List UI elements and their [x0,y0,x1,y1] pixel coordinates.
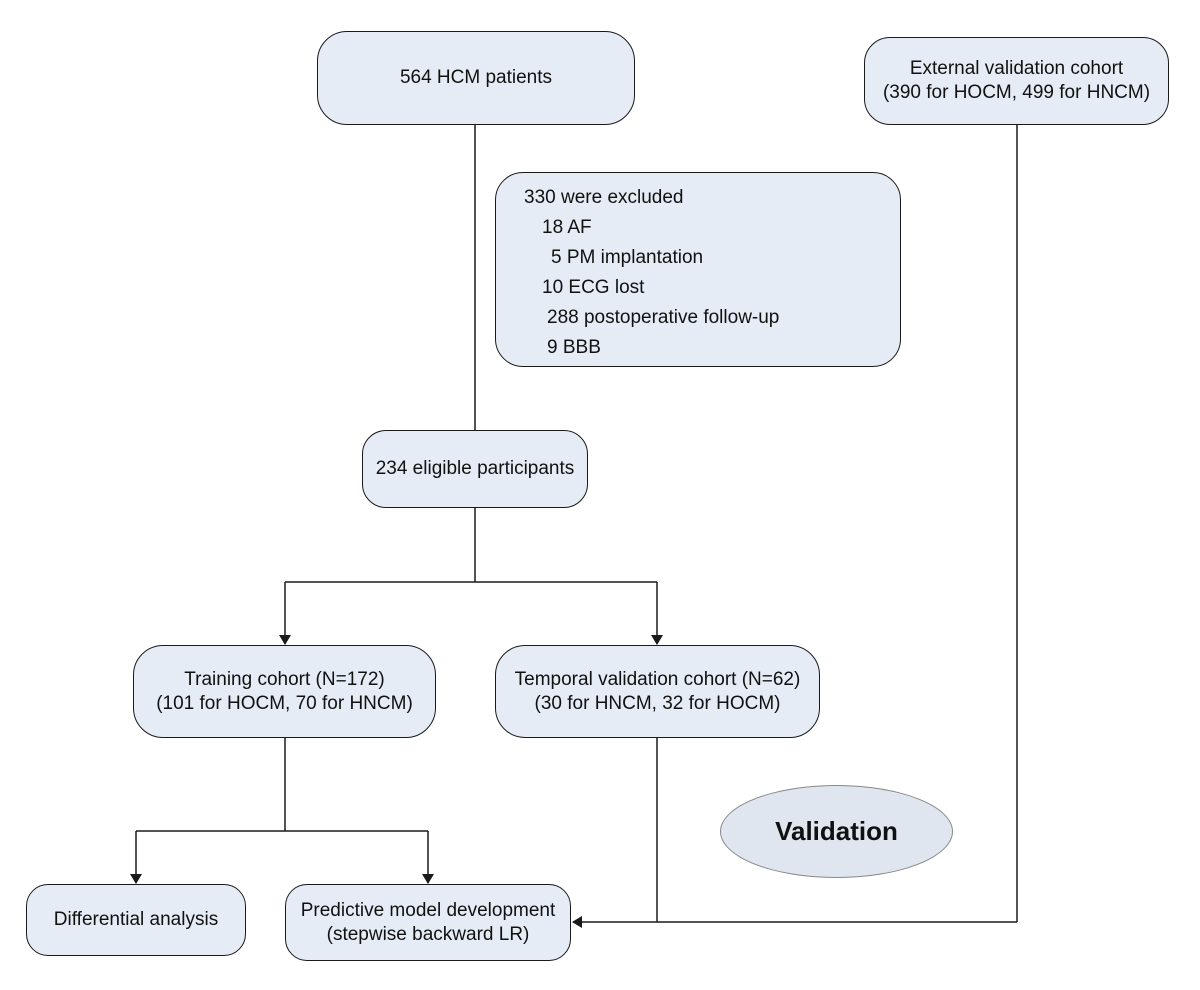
excluded-item-af: 18 AF [542,217,592,238]
start-node-label: 564 HCM patients [399,67,553,88]
predictive-model-node: Predictive model development (stepwise b… [285,884,571,961]
external-validation-detail: (390 for HOCM, 499 for HNCM) [882,82,1151,103]
training-title: Training cohort (N=172) [184,668,385,690]
training-cohort-node: Training cohort (N=172) (101 for HOCM, 7… [133,645,436,738]
predictive-detail: (stepwise backward LR) [326,923,530,945]
excluded-item-ecg: 10 ECG lost [542,277,645,298]
temporal-title: Temporal validation cohort (N=62) [514,668,801,690]
predictive-title: Predictive model development [300,899,556,921]
excluded-item-followup: 288 postoperative follow-up [547,307,780,328]
eligible-label: 234 eligible participants [375,458,575,479]
start-node-hcm-patients: 564 HCM patients [317,31,635,125]
excluded-item-bbb: 9 BBB [547,337,601,358]
excluded-title: 330 were excluded [524,187,684,208]
temporal-validation-node: Temporal validation cohort (N=62) (30 fo… [495,645,820,738]
training-detail: (101 for HOCM, 70 for HNCM) [156,692,413,714]
excluded-item-pm: 5 PM implantation [551,247,704,268]
differential-analysis-node: Differential analysis [26,884,246,956]
validation-label: Validation [775,816,898,846]
external-validation-node: External validation cohort (390 for HOCM… [864,37,1169,125]
temporal-detail: (30 for HNCM, 32 for HOCM) [534,692,781,714]
differential-label: Differential analysis [53,909,219,930]
validation-oval: Validation [720,785,953,878]
excluded-node: 330 were excluded 18 AF 5 PM implantatio… [495,172,901,367]
eligible-participants-node: 234 eligible participants [362,430,588,508]
external-validation-title: External validation cohort [909,58,1124,79]
